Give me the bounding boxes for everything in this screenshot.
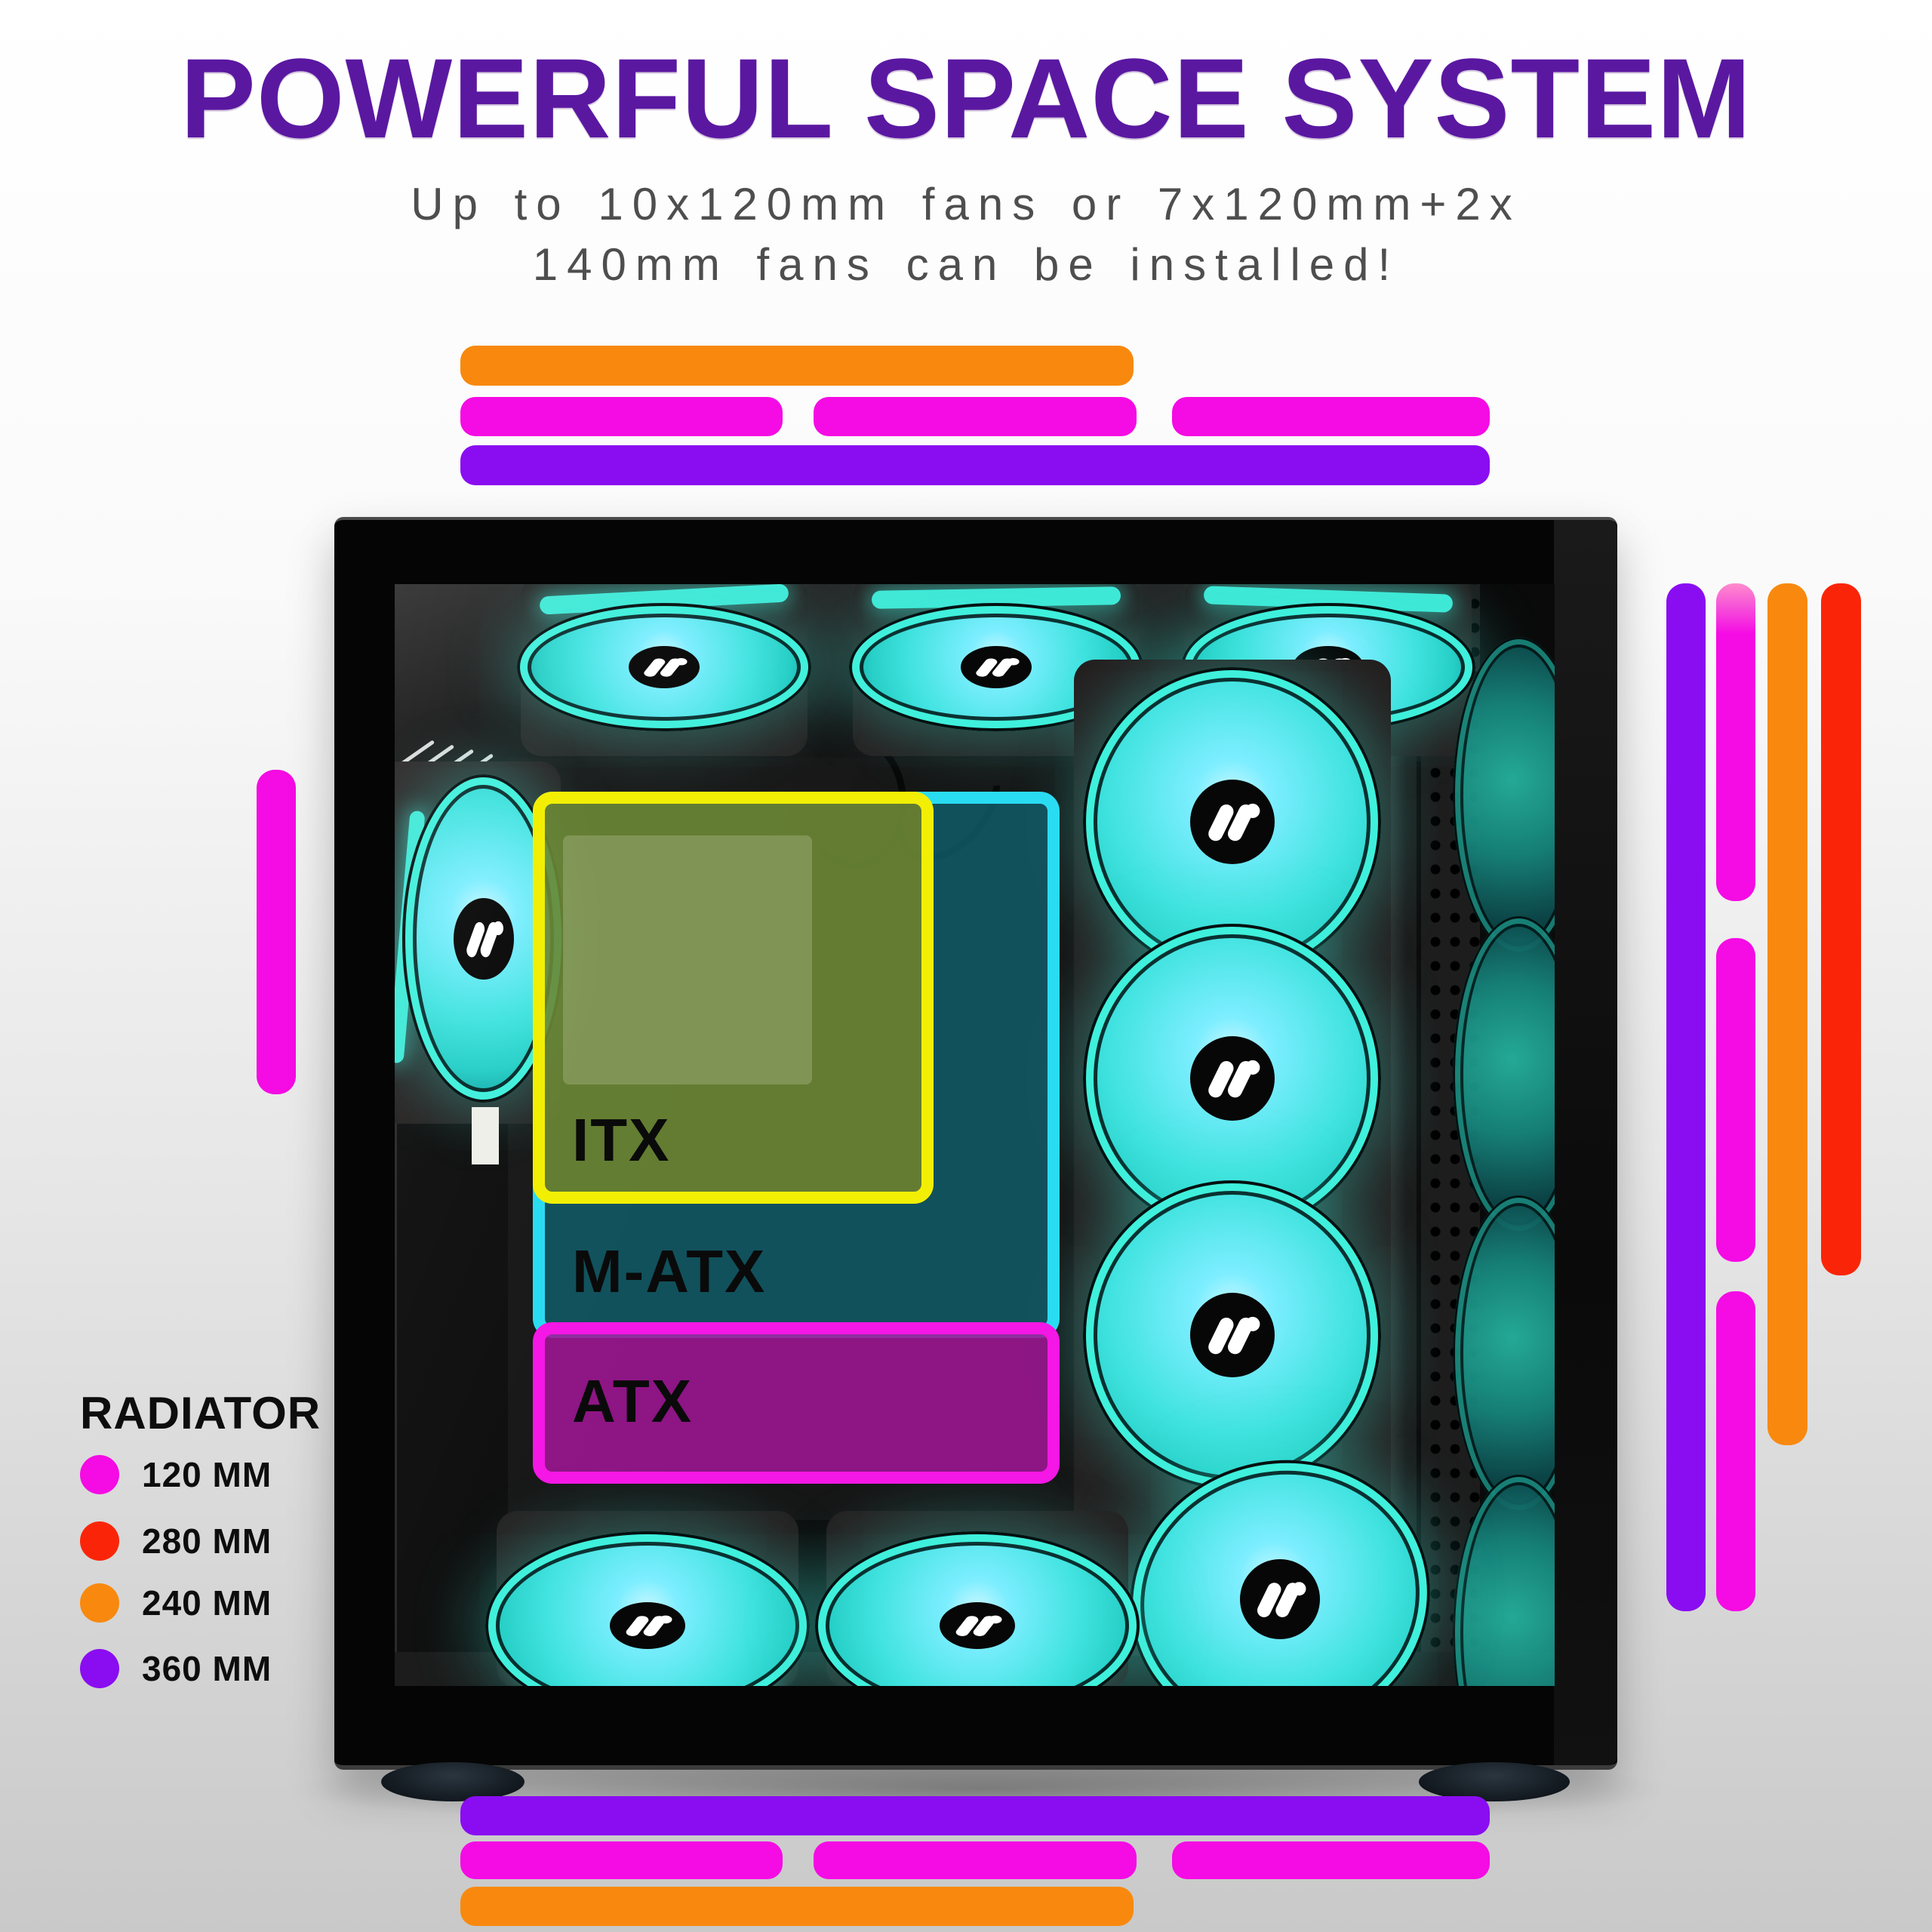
right-bar-120mm-seg3 [1716, 1291, 1755, 1611]
right-bar-280mm [1821, 583, 1861, 1275]
top-bar-360mm [460, 445, 1490, 485]
top-bar-240mm [460, 346, 1134, 386]
subtitle-line-2: 140mm fans can be installed! [532, 239, 1400, 290]
right-bar-240mm [1767, 583, 1807, 1445]
top-bar-120mm-seg3 [1172, 397, 1490, 436]
page-title: POWERFUL SPACE SYSTEM [180, 35, 1752, 162]
bottom-bar-240mm [460, 1887, 1134, 1926]
right-bar-120mm-seg1 [1716, 583, 1755, 901]
itx-inner-wall [563, 835, 812, 1084]
legend-dot-240mm [80, 1583, 119, 1623]
left-bar-120mm [257, 770, 296, 1094]
atx-label: ATX [572, 1367, 694, 1435]
legend-dot-120mm [80, 1455, 119, 1494]
itx-label: ITX [572, 1106, 671, 1174]
case-foot-left [381, 1762, 525, 1801]
case-foot-right [1419, 1762, 1570, 1801]
legend-label: 120 MM [142, 1455, 272, 1494]
legend-label: 280 MM [142, 1521, 272, 1561]
matx-label: M-ATX [572, 1238, 767, 1305]
legend-item-280mm: 280 MM [80, 1521, 272, 1561]
top-bar-120mm-seg2 [814, 397, 1137, 436]
legend-label: 240 MM [142, 1583, 272, 1623]
right-bar-360mm [1666, 583, 1706, 1611]
psu-bracket [472, 1107, 499, 1164]
bottom-bar-120mm-seg3 [1172, 1841, 1490, 1879]
atx-zone-overlay [533, 1322, 1060, 1484]
legend-dot-360mm [80, 1649, 119, 1688]
case-right-panel [1554, 520, 1617, 1765]
legend-label: 360 MM [142, 1649, 272, 1688]
bottom-bar-360mm [460, 1796, 1490, 1835]
subtitle-line-1: Up to 10x120mm fans or 7x120mm+2x [411, 179, 1521, 229]
right-wall-fan-2 [1453, 916, 1555, 1233]
pc-case: ITX M-ATX ATX [334, 517, 1617, 1770]
legend-dot-280mm [80, 1521, 119, 1561]
legend-item-360mm: 360 MM [80, 1648, 272, 1689]
legend-title: RADIATOR [80, 1388, 321, 1438]
right-bar-120mm-seg2 [1716, 938, 1755, 1262]
right-wall-fan-3 [1453, 1195, 1555, 1512]
legend-item-120mm: 120 MM [80, 1454, 272, 1495]
bottom-bar-120mm-seg2 [814, 1841, 1137, 1879]
bottom-bar-120mm-seg1 [460, 1841, 783, 1879]
legend-item-240mm: 240 MM [80, 1583, 272, 1623]
right-wall-fan-1 [1453, 637, 1555, 954]
top-bar-120mm-seg1 [460, 397, 783, 436]
itx-zone-overlay [533, 792, 934, 1204]
